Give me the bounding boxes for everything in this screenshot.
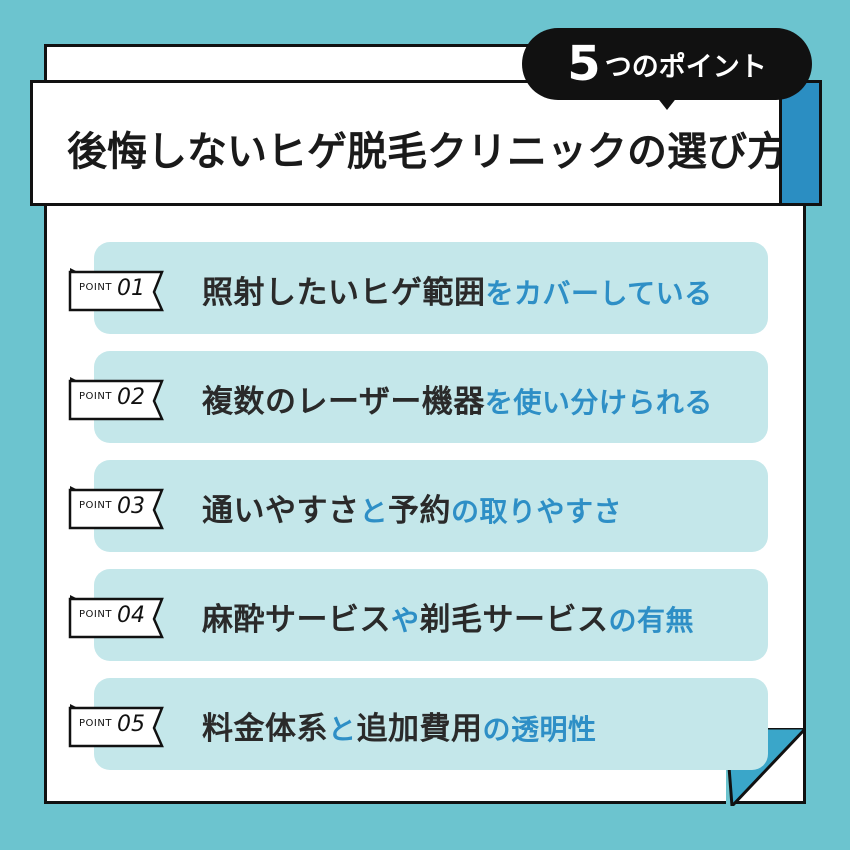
badge-tail [656, 96, 678, 110]
tag-number: 04 [117, 603, 145, 628]
point-sub-text: の有無 [608, 604, 695, 637]
point-sub-text: と [359, 495, 389, 528]
point-main-text: 追加費用 [356, 711, 483, 747]
point-main-text: 複数のレーザー機器 [202, 384, 485, 420]
point-sub-text: と [328, 713, 357, 746]
point-main-text: 照射したいヒゲ範囲 [202, 275, 486, 311]
point-main-text: 予約 [388, 493, 452, 529]
tag-number: 05 [117, 712, 145, 737]
point-sub-text: の透明性 [482, 713, 597, 746]
point-tag-2: POINT 02 [68, 377, 164, 421]
point-tag-3: POINT 03 [68, 486, 164, 530]
title-accent-bar [779, 83, 819, 203]
point-tag-1: POINT 01 [68, 268, 164, 312]
point-text-5: 料金体系と追加費用の透明性 [202, 703, 597, 748]
ribbon-shape [68, 377, 164, 421]
point-text-2: 複数のレーザー機器を使い分けられる [202, 376, 713, 421]
ribbon-shape [68, 486, 164, 530]
tag-number: 02 [117, 385, 145, 410]
point-card-3: POINT 03 通いやすさと予約の取りやすさ [68, 460, 768, 552]
point-card-1: POINT 01 照射したいヒゲ範囲をカバーしている [68, 242, 768, 334]
point-text-4: 麻酔サービスや剃毛サービスの有無 [202, 594, 694, 639]
tag-number: 01 [117, 276, 145, 301]
tag-label: POINT [79, 500, 112, 511]
point-card-5: POINT 05 料金体系と追加費用の透明性 [68, 678, 768, 770]
point-main-text: 麻酔サービス [202, 602, 391, 638]
tag-number: 03 [117, 494, 145, 519]
point-card-2: POINT 02 複数のレーザー機器を使い分けられる [68, 351, 768, 443]
point-sub-text: や [391, 604, 420, 637]
point-tag-4: POINT 04 [68, 595, 164, 639]
tag-label: POINT [79, 609, 112, 620]
tag-label: POINT [79, 718, 112, 729]
badge-number: 5 [567, 36, 601, 92]
point-card-4: POINT 04 麻酔サービスや剃毛サービスの有無 [68, 569, 768, 661]
points-badge: 5 つのポイント [522, 28, 812, 100]
title-banner: 後悔しないヒゲ脱毛クリニックの選び方 [30, 80, 822, 206]
ribbon-shape [68, 704, 164, 748]
point-tag-5: POINT 05 [68, 704, 164, 748]
badge-text: つのポイント [604, 51, 767, 83]
ribbon-shape [68, 595, 164, 639]
ribbon-shape [68, 268, 164, 312]
point-sub-text: をカバーしている [485, 277, 713, 310]
point-text-3: 通いやすさと予約の取りやすさ [202, 485, 622, 530]
tag-label: POINT [79, 282, 112, 293]
point-text-1: 照射したいヒゲ範囲をカバーしている [202, 267, 713, 312]
point-main-text: 通いやすさ [202, 493, 360, 529]
point-main-text: 料金体系 [202, 711, 328, 747]
point-sub-text: の取りやすさ [451, 495, 623, 528]
point-sub-text: を使い分けられる [484, 386, 713, 419]
tag-label: POINT [79, 391, 112, 402]
point-main-text: 剃毛サービス [419, 602, 609, 638]
page-title: 後悔しないヒゲ脱毛クリニックの選び方 [67, 129, 787, 175]
